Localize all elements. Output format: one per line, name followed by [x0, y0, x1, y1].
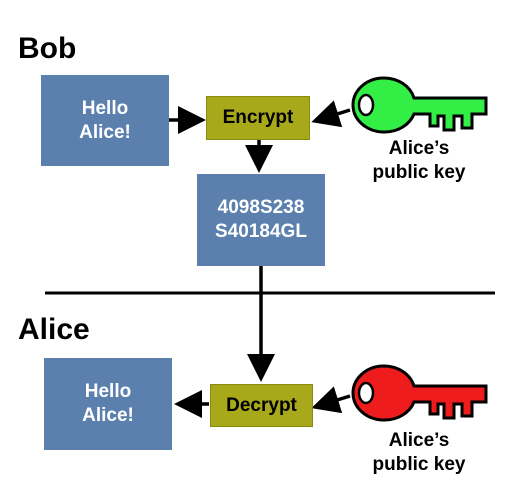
key-shape-encrypt: [351, 76, 488, 134]
bob-message-line-2: Alice!: [79, 121, 131, 143]
arrow-key-to-decrypt: [311, 386, 351, 414]
key-hole-decrypt: [357, 381, 375, 405]
alice-title: Alice: [18, 313, 90, 346]
bob-key-label: Alice’s public key: [352, 137, 486, 185]
bob-title: Bob: [18, 32, 77, 65]
key-icon-decrypt: [351, 364, 488, 422]
bob-message-box: Hello Alice!: [41, 75, 169, 166]
alice-key-label-line-1: Alice’s: [388, 430, 450, 451]
bob-key-label-line-1: Alice’s: [388, 138, 450, 159]
alice-key-label-line-2: public key: [372, 454, 466, 475]
key-hole-encrypt: [357, 93, 375, 117]
alice-message-line-1: Hello: [84, 381, 132, 402]
ciphertext-box: 4098S238 S40184GL: [197, 174, 325, 266]
key-shape-decrypt: [351, 364, 488, 422]
arrow-key-to-encrypt: [311, 100, 351, 128]
key-icon-encrypt: [351, 76, 488, 134]
ciphertext-line-2: S40184GL: [215, 221, 307, 242]
bob-key-label-line-2: public key: [372, 162, 466, 183]
alice-message-line-2: Alice!: [82, 405, 134, 426]
bob-message-line-1: Hello: [81, 97, 129, 119]
ciphertext-line-1: 4098S238: [217, 197, 305, 218]
alice-key-label: Alice’s public key: [352, 429, 486, 477]
encrypt-box: Encrypt: [206, 96, 310, 140]
decrypt-box: Decrypt: [210, 384, 313, 427]
alice-message-box: Hello Alice!: [44, 358, 172, 450]
